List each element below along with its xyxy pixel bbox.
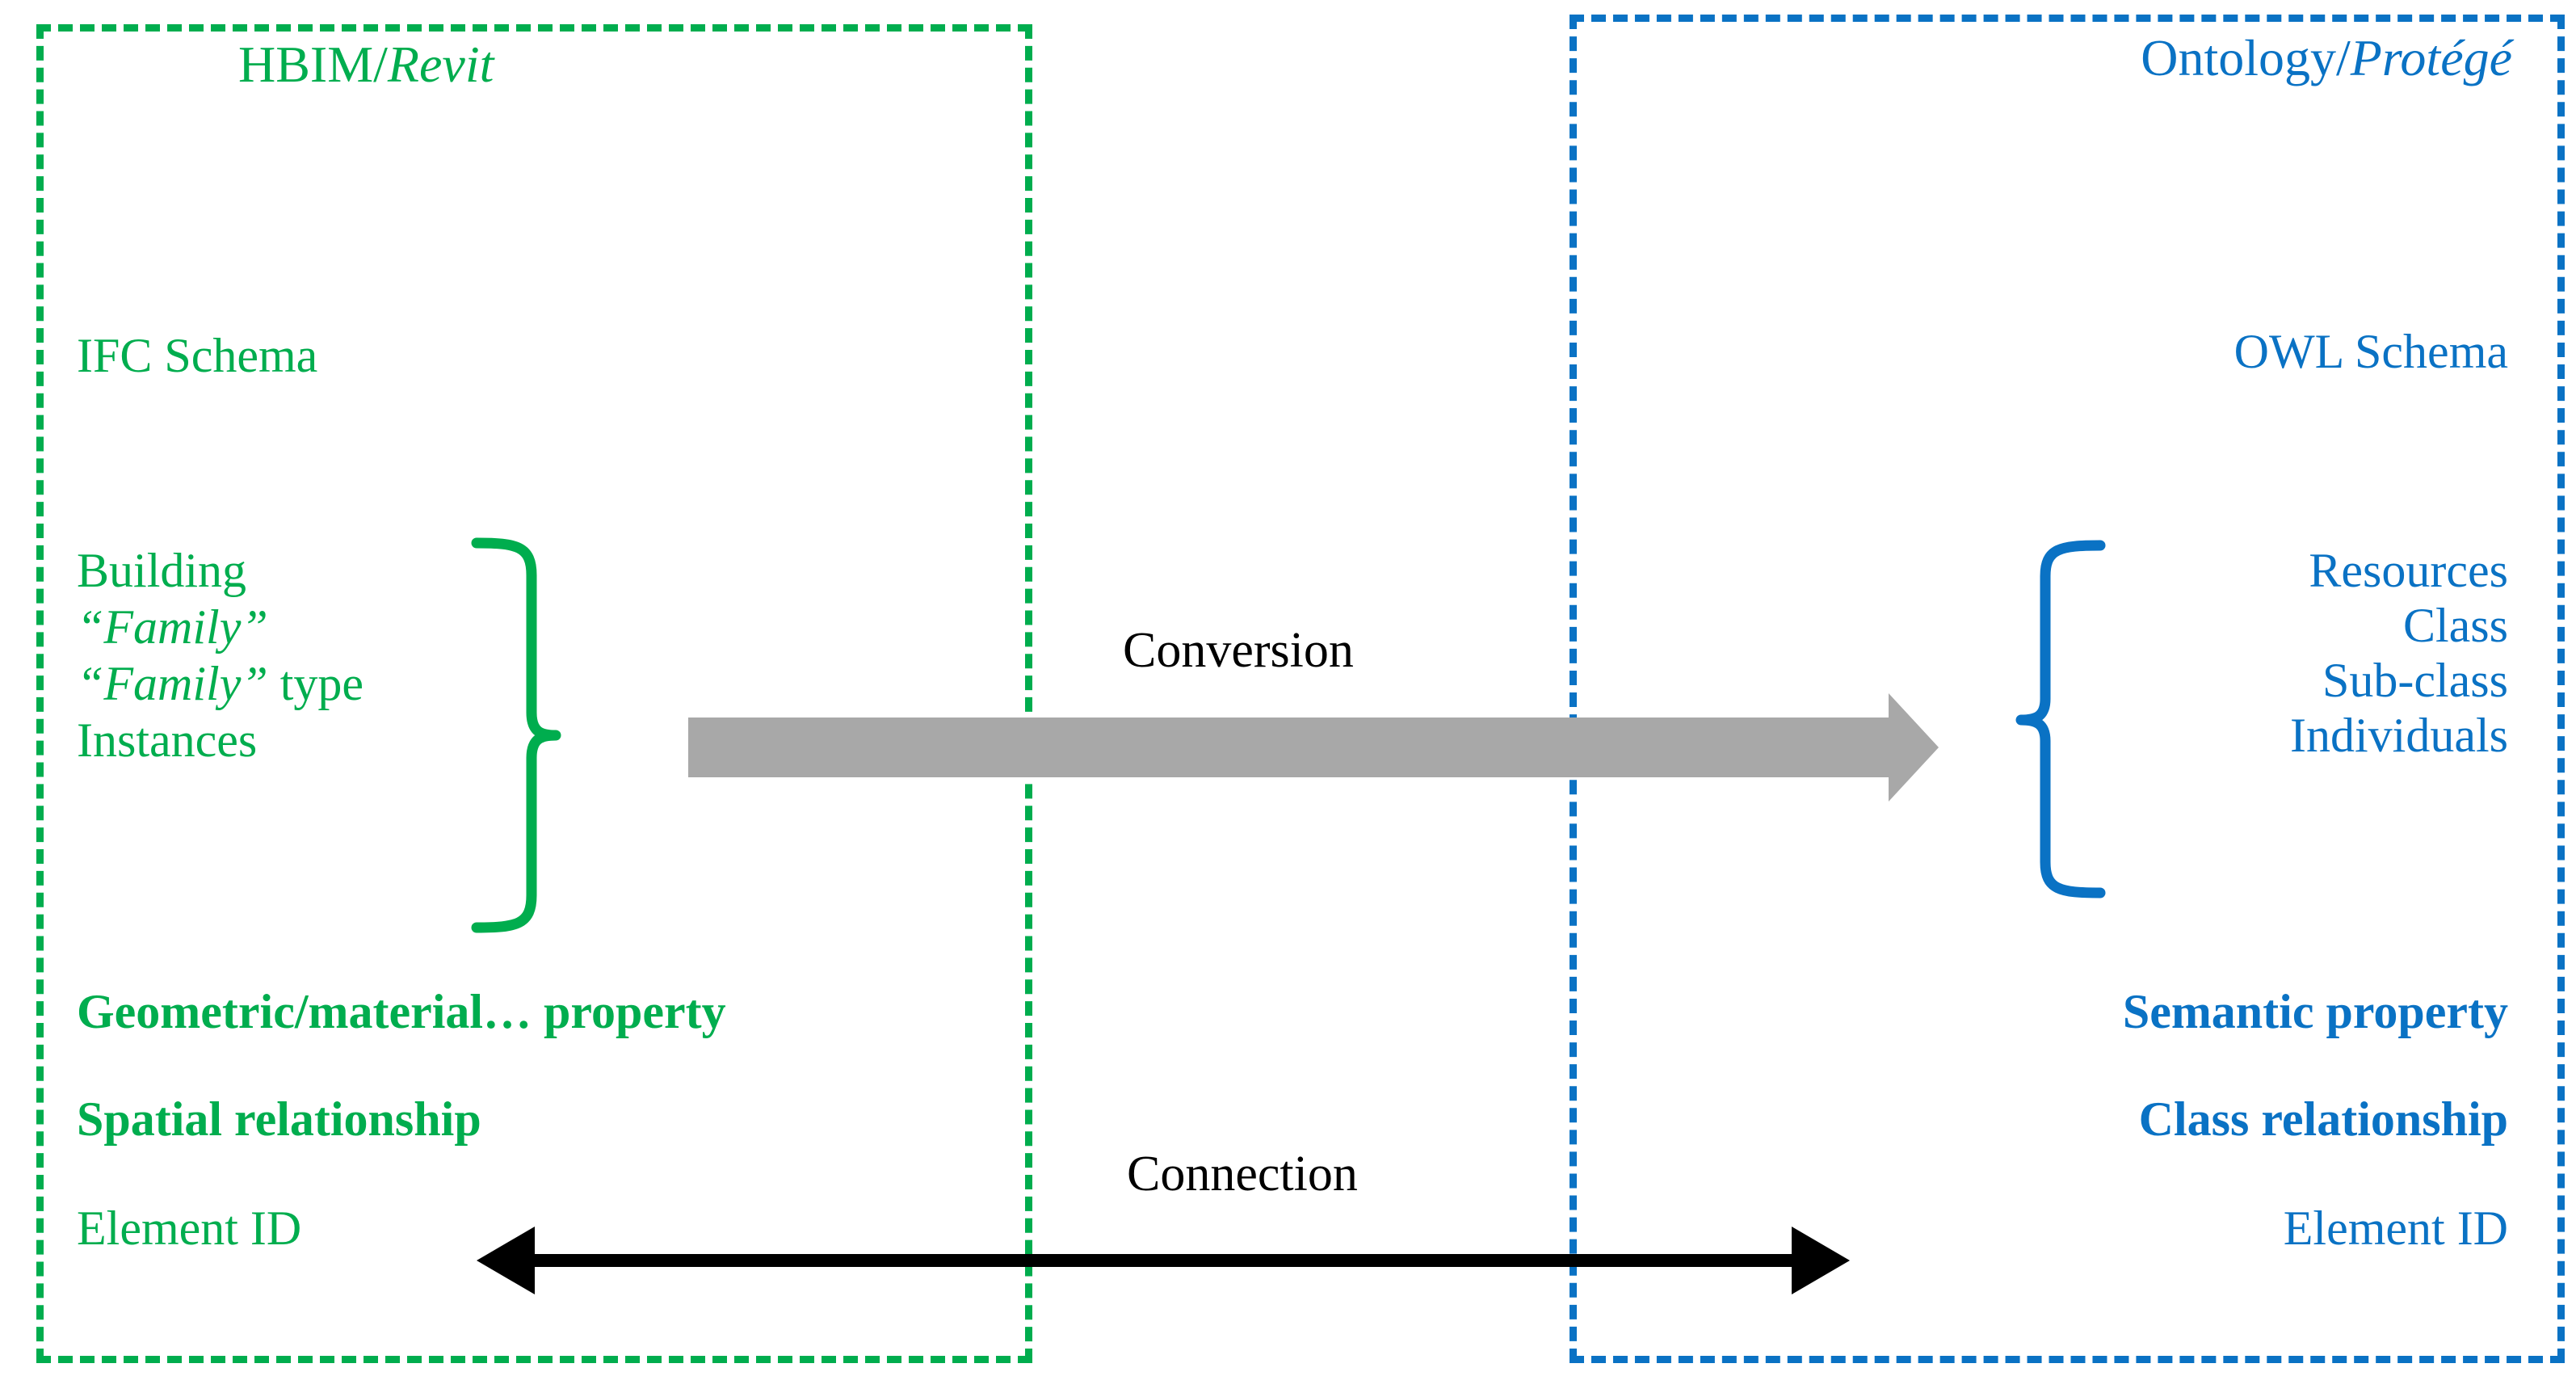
hbim-element-id-label: Element ID	[77, 1202, 302, 1255]
ontology-title-plain: Ontology/	[2141, 29, 2351, 86]
conversion-label: Conversion	[1123, 623, 1354, 678]
list-item-family-type: “Family” type	[77, 656, 642, 711]
item-building-label: Building	[77, 544, 247, 597]
green-grouping-brace-icon	[471, 537, 561, 933]
list-item-building: Building	[77, 543, 642, 598]
list-item-resources: Resources	[2309, 544, 2508, 597]
list-item-individuals: Individuals	[2290, 709, 2508, 762]
hbim-item-list: Building “Family” “Family” type Instance…	[77, 543, 642, 768]
ontology-panel-title: Ontology/Protégé	[1979, 32, 2512, 84]
connection-double-arrow-icon	[477, 1227, 1850, 1294]
hbim-title-italic: Revit	[387, 36, 494, 93]
item-family-type-label: “Family”	[77, 657, 268, 710]
list-item-sub-class: Sub-class	[2322, 654, 2508, 707]
owl-schema-heading: OWL Schema	[2234, 325, 2508, 378]
list-item-instances: Instances	[77, 713, 642, 768]
class-relationship-label: Class relationship	[2138, 1092, 2508, 1146]
hbim-title-plain: HBIM/	[238, 36, 388, 93]
ifc-schema-heading: IFC Schema	[77, 329, 318, 382]
conversion-arrow-icon	[688, 693, 1939, 802]
list-item-class: Class	[2402, 599, 2508, 652]
ontology-panel	[1570, 15, 2565, 1363]
list-item-family: “Family”	[77, 600, 642, 654]
hbim-panel	[36, 24, 1032, 1363]
blue-grouping-brace-icon	[2015, 540, 2106, 899]
connection-label: Connection	[1127, 1147, 1358, 1202]
ontology-element-id-label: Element ID	[2283, 1202, 2508, 1255]
hbim-panel-title: HBIM/Revit	[238, 39, 494, 90]
semantic-property-label: Semantic property	[2122, 985, 2508, 1038]
item-instances-label: Instances	[77, 713, 258, 767]
geometric-material-property-label: Geometric/material… property	[77, 985, 726, 1038]
item-family-type-suffix: type	[267, 657, 364, 710]
item-family-label: “Family”	[77, 600, 268, 654]
spatial-relationship-label: Spatial relationship	[77, 1092, 481, 1146]
ontology-item-list: Resources Class Sub-class Individuals	[1943, 543, 2508, 763]
ontology-title-italic: Protégé	[2350, 29, 2512, 86]
